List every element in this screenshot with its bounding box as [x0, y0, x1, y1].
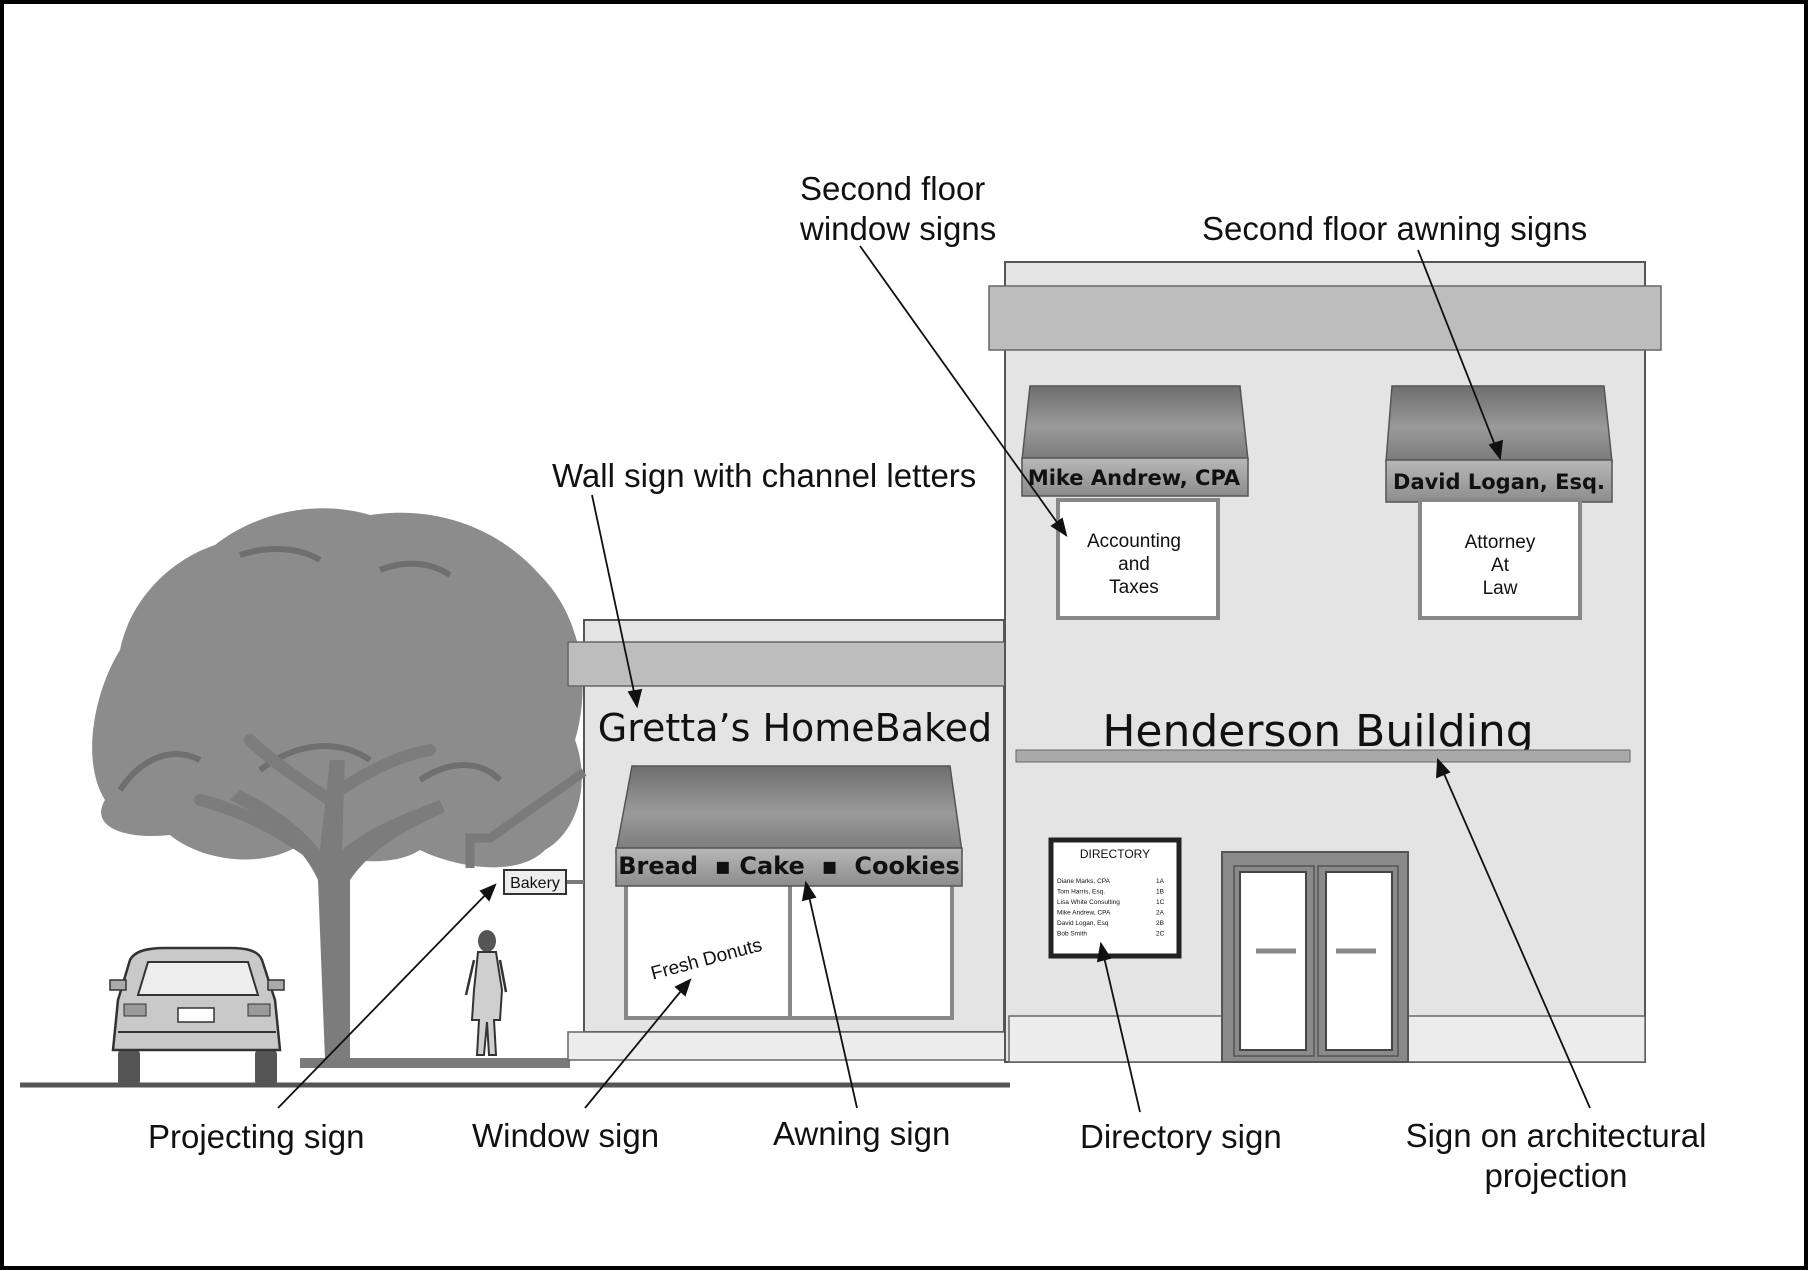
bakery-awning-valance: [615, 847, 963, 887]
arrowhead-second-floor-awning: [1488, 439, 1504, 461]
awning-right-valance: [1385, 459, 1613, 503]
callout-window-sign: Window sign: [472, 1117, 659, 1154]
leader-lines: [277, 245, 1591, 1113]
window-right-line2: At: [1491, 555, 1510, 576]
car-mirror-left: [109, 979, 127, 991]
tree-canopy: [92, 508, 583, 868]
tree: [92, 508, 583, 1060]
arrowhead-wall-sign: [627, 688, 643, 709]
callout-second-floor-window-1: Second floor: [800, 170, 985, 207]
arrowhead-directory-sign: [1096, 941, 1112, 963]
callout-second-floor-window-2: window signs: [799, 210, 996, 247]
pedestrian-body: [470, 951, 504, 1056]
projecting-sign: Bakery: [465, 768, 587, 895]
car-wheel-right: [255, 1050, 277, 1085]
directory-entry-suite: 2B: [1156, 920, 1164, 927]
pedestrian-head: [478, 930, 496, 952]
window-right-line1: Attorney: [1465, 532, 1536, 553]
window-left-line2: and: [1118, 554, 1150, 575]
tree-canopy-shade: [117, 545, 503, 792]
callout-awning-sign: Awning sign: [773, 1115, 950, 1152]
window-left: [1056, 498, 1220, 620]
car-taillight-right: [247, 1003, 271, 1017]
arrowhead-projecting-sign: [479, 883, 497, 902]
curb: [300, 1058, 570, 1068]
leader-directory-sign: [1100, 943, 1141, 1113]
bakery-awning-text: Bread ▪ Cake ▪ Cookies: [618, 852, 960, 880]
directory-title: DIRECTORY: [1080, 847, 1150, 861]
window-left-line3: Taxes: [1109, 577, 1159, 598]
awning-left-valance: [1021, 457, 1249, 497]
directory-entry-suite: 2A: [1156, 910, 1165, 917]
car-license-plate: [177, 1007, 215, 1023]
awning-left: [1021, 385, 1249, 461]
door-right-glass: [1325, 871, 1393, 1051]
projecting-sign-board: [503, 869, 567, 895]
leader-wall-sign: [591, 494, 638, 707]
awning-left-text: Mike Andrew, CPA: [1028, 466, 1241, 490]
window-left-line1: Accounting: [1087, 531, 1181, 552]
car-mirror-right: [267, 979, 285, 991]
arrowhead-second-floor-window: [1050, 517, 1068, 537]
callout-second-floor-awning: Second floor awning signs: [1202, 210, 1587, 247]
directory-board: [1048, 837, 1182, 959]
pedestrian-arm: [464, 959, 508, 996]
directory-entry-name: Bob Smith: [1057, 931, 1087, 938]
directory-entry-name: Diane Marks, CPA: [1057, 878, 1111, 885]
callout-architectural-1: Sign on architectural: [1406, 1117, 1707, 1154]
callout-architectural-2: projection: [1484, 1157, 1627, 1194]
bakery-base: [567, 1031, 1006, 1061]
directory-entry-suite: 2C: [1156, 931, 1165, 938]
pedestrian: [464, 930, 508, 1056]
car-rear-window: [136, 961, 260, 996]
window-right-line3: Law: [1483, 578, 1518, 599]
directory-entry-name: Mike Andrew, CPA: [1057, 910, 1111, 917]
arrowhead-awning-sign: [801, 880, 817, 902]
directory-entry-suite: 1A: [1156, 878, 1165, 885]
leader-window-sign: [584, 979, 691, 1109]
directory-entry-name: Lisa White Consulting: [1057, 899, 1120, 906]
leader-second-floor-window: [859, 245, 1067, 536]
henderson-building: Mike Andrew, CPA David Logan, Esq. Accou…: [988, 261, 1662, 1063]
projecting-sign-text: Bakery: [510, 875, 560, 892]
directory-entry-name: David Logan, Esq: [1057, 920, 1109, 927]
bakery-building: Gretta’s HomeBaked Fresh Donuts Bread ▪ …: [567, 619, 1006, 1061]
callout-directory-sign: Directory sign: [1080, 1118, 1282, 1155]
leader-second-floor-awning: [1417, 249, 1501, 459]
leader-architectural: [1437, 759, 1591, 1109]
leader-awning-sign: [805, 882, 858, 1109]
arrowhead-window-sign: [674, 978, 692, 997]
bakery-wall-sign: Gretta’s HomeBaked: [598, 706, 992, 750]
car: [109, 946, 285, 1085]
awning-right-text: David Logan, Esq.: [1393, 470, 1605, 494]
directory-list: Diane Marks, CPA 1A Tom Harris, Esq. 1B Lisa…: [1057, 878, 1165, 938]
henderson-cornice: [988, 285, 1662, 351]
car-taillight-left: [123, 1003, 147, 1017]
bakery-cornice: [567, 641, 1006, 687]
bakery-awning: [615, 765, 963, 853]
leader-projecting-sign: [277, 884, 496, 1109]
directory-entry-suite: 1C: [1156, 899, 1165, 906]
callout-projecting-sign: Projecting sign: [148, 1118, 364, 1155]
directory-entry-name: Tom Harris, Esq.: [1057, 889, 1105, 896]
window-right: [1418, 498, 1582, 620]
directory-entry-suite: 1B: [1156, 889, 1164, 896]
tree-branches: [194, 734, 436, 866]
architectural-projection: [1015, 749, 1631, 763]
building-name-sign: Henderson Building: [1102, 706, 1533, 757]
callout-wall-sign: Wall sign with channel letters: [552, 457, 976, 494]
car-wheel-left: [118, 1050, 140, 1085]
projecting-sign-bracket: [465, 768, 587, 868]
arrowhead-architectural: [1436, 757, 1451, 779]
door-left-glass: [1239, 871, 1307, 1051]
